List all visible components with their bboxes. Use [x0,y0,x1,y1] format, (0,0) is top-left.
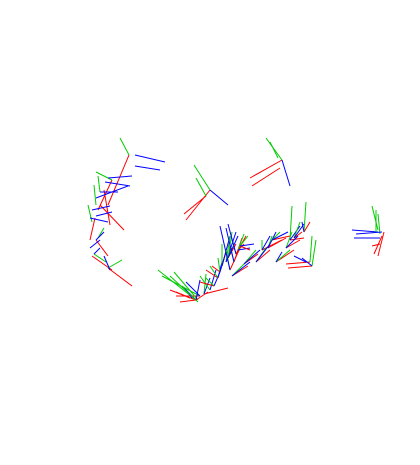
x-axis-line [199,281,215,287]
x-axis-line [107,267,133,287]
y-axis-line [205,277,215,287]
x-axis-line [239,245,251,251]
x-axis-line [237,243,245,251]
x-axis-line [99,204,125,231]
z-axis-line [95,211,113,217]
y-axis-line [97,175,101,193]
y-axis-line [311,239,317,267]
x-axis-line [249,159,283,179]
x-axis-line [175,291,191,299]
x-axis-line [203,287,229,295]
z-axis-line [134,165,161,171]
z-axis-line [195,279,201,301]
x-axis-line [285,239,301,249]
z-axis-line [89,217,109,223]
x-axis-line [183,195,207,215]
z-axis-line [261,235,271,251]
z-axis-line [301,257,313,267]
x-axis-line [289,237,305,241]
z-axis-line [93,247,101,255]
y-axis-line [285,231,293,249]
y-axis-line [193,164,211,191]
z-axis-line [255,243,271,263]
y-axis-line [237,233,245,251]
y-axis-line [195,177,207,197]
z-axis-line [227,235,239,259]
z-axis-line [285,235,299,249]
y-axis-line [271,231,281,241]
z-axis-line [281,159,291,187]
z-axis-line [275,251,283,263]
z-axis-line [209,189,229,206]
z-axis-line [237,247,251,251]
y-axis-line [209,265,219,279]
z-axis-line [355,231,383,235]
x-axis-line [95,239,109,257]
x-axis-line [251,167,281,187]
y-axis-line [203,273,207,295]
z-axis-line [89,239,101,249]
x-axis-line [89,217,96,241]
x-axis-line [287,265,313,269]
z-axis-line [301,221,305,233]
y-axis-line [371,205,379,231]
z-axis-line [227,223,237,255]
z-axis-line [103,255,111,271]
y-axis-line [275,249,291,263]
y-axis-line [303,201,307,233]
x-axis-line [185,189,211,221]
y-axis-line [95,171,113,181]
z-axis-line [293,223,305,239]
y-axis-line [119,137,130,156]
x-axis-line [255,249,271,263]
x-axis-line [371,243,381,247]
z-axis-line [91,205,111,211]
x-axis-line [271,235,291,241]
y-axis-line [169,275,199,303]
y-axis-line [217,257,221,273]
y-axis-line [269,141,279,159]
z-axis-line [289,225,301,241]
y-axis-line [293,221,301,239]
x-axis-line [377,231,385,257]
z-axis-line [104,181,131,187]
z-axis-line [219,225,231,271]
x-axis-line [179,299,197,303]
y-axis-line [309,235,313,263]
x-axis-line [205,269,219,279]
z-axis-line [95,231,105,241]
z-axis-line [231,261,251,277]
y-axis-line [239,235,249,247]
z-axis-line [134,154,166,163]
y-axis-line [93,184,97,206]
z-axis-line [351,229,379,233]
z-axis-line [95,185,129,199]
x-axis-line [303,221,311,233]
x-axis-line [103,189,111,226]
x-axis-line [293,231,303,239]
z-axis-line [107,175,133,179]
x-axis-line [267,237,287,249]
y-axis-line [173,271,199,301]
x-axis-line [211,265,221,273]
z-axis-line [225,227,235,263]
z-axis-line [239,243,255,247]
x-axis-line [107,154,130,206]
x-axis-line [195,291,209,301]
y-axis-line [289,205,293,241]
x-axis-line [285,261,311,265]
y-axis-line [93,253,107,263]
z-axis-line [293,255,307,263]
y-axis-line [107,259,123,269]
z-axis-line [271,231,289,241]
y-axis-line [377,213,381,235]
z-axis-line [243,249,261,265]
y-axis-line [87,204,93,223]
